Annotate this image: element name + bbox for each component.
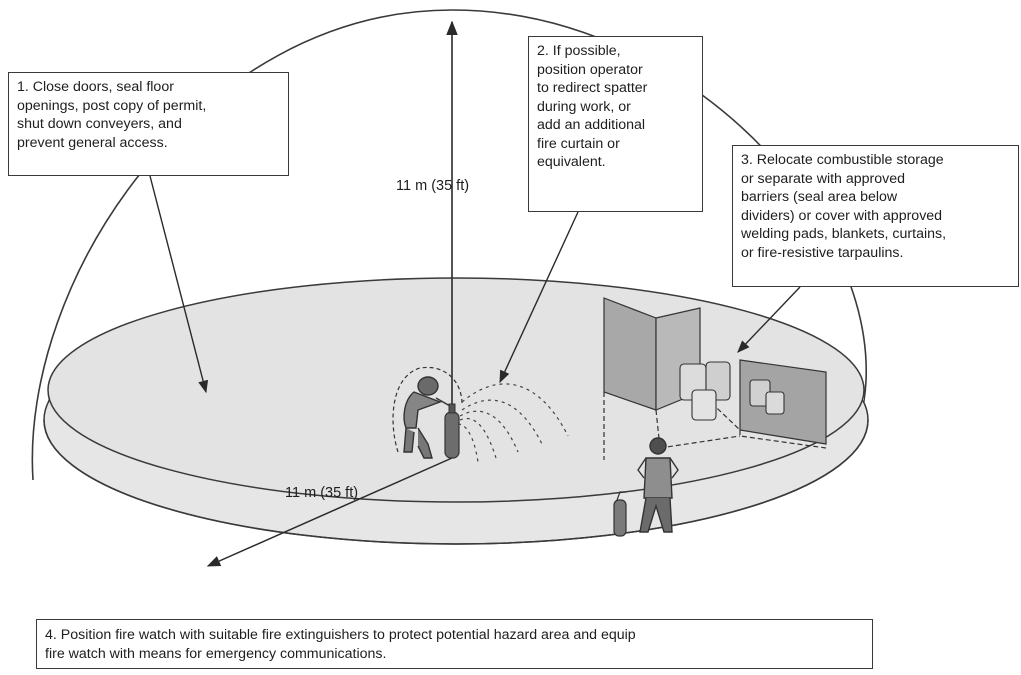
callout-4-line: 4. Position fire watch with suitable fir…	[45, 627, 636, 643]
fire-watch-figure	[637, 437, 679, 533]
pointer-callout-1	[149, 175, 209, 394]
callout-3-line: barriers (seal area below	[741, 189, 898, 205]
callout-3-line: welding pads, blankets, curtains,	[741, 226, 947, 242]
radius-dimension-label: 11 m (35 ft)	[285, 485, 359, 501]
callout-1-line: 1. Close doors, seal floor	[17, 79, 174, 95]
welder-figure	[403, 376, 451, 459]
storage-drums	[679, 361, 785, 421]
welder-shield-outline	[392, 366, 463, 453]
callout-2-line: equivalent.	[537, 154, 606, 170]
callout-2-line: add an additional	[537, 117, 646, 133]
callout-position-operator: 2. If possible, position operator to red…	[528, 36, 703, 212]
radius-dimension-line	[206, 457, 453, 567]
callout-2-line: to redirect spatter	[537, 80, 648, 96]
gas-cylinder-icon	[444, 403, 460, 459]
callout-2-line: during work, or	[537, 98, 631, 115]
callout-3-line: dividers) or cover with approved	[741, 207, 943, 224]
callout-3-line: or fire-resistive tarpaulins.	[741, 244, 904, 261]
callout-2-line: fire curtain or	[537, 135, 620, 152]
pointer-callout-2	[499, 211, 579, 384]
vertical-dimension-label: 11 m (35 ft)	[396, 178, 470, 194]
pointer-callout-3	[737, 286, 801, 353]
fire-extinguisher-icon	[613, 491, 627, 537]
callout-2-line: 2. If possible,	[537, 43, 621, 59]
callout-3-line: or separate with approved	[741, 170, 906, 187]
callout-1-line: openings, post copy of permit,	[17, 97, 207, 114]
callout-1-line: shut down conveyers, and	[17, 116, 182, 132]
callout-4-line: fire watch with means for emergency comm…	[45, 645, 387, 662]
floor-rim-lower-edge	[43, 419, 869, 545]
callout-relocate-storage: 3. Relocate combustible storage or separ…	[732, 145, 1019, 287]
callout-2-line: position operator	[537, 61, 643, 78]
callout-close-doors: 1. Close doors, seal floor openings, pos…	[8, 72, 289, 176]
callout-1-line: prevent general access.	[17, 134, 168, 151]
callout-3-line: 3. Relocate combustible storage	[741, 152, 944, 168]
spatter-arcs	[457, 383, 569, 463]
callout-fire-watch: 4. Position fire watch with suitable fir…	[36, 619, 873, 669]
